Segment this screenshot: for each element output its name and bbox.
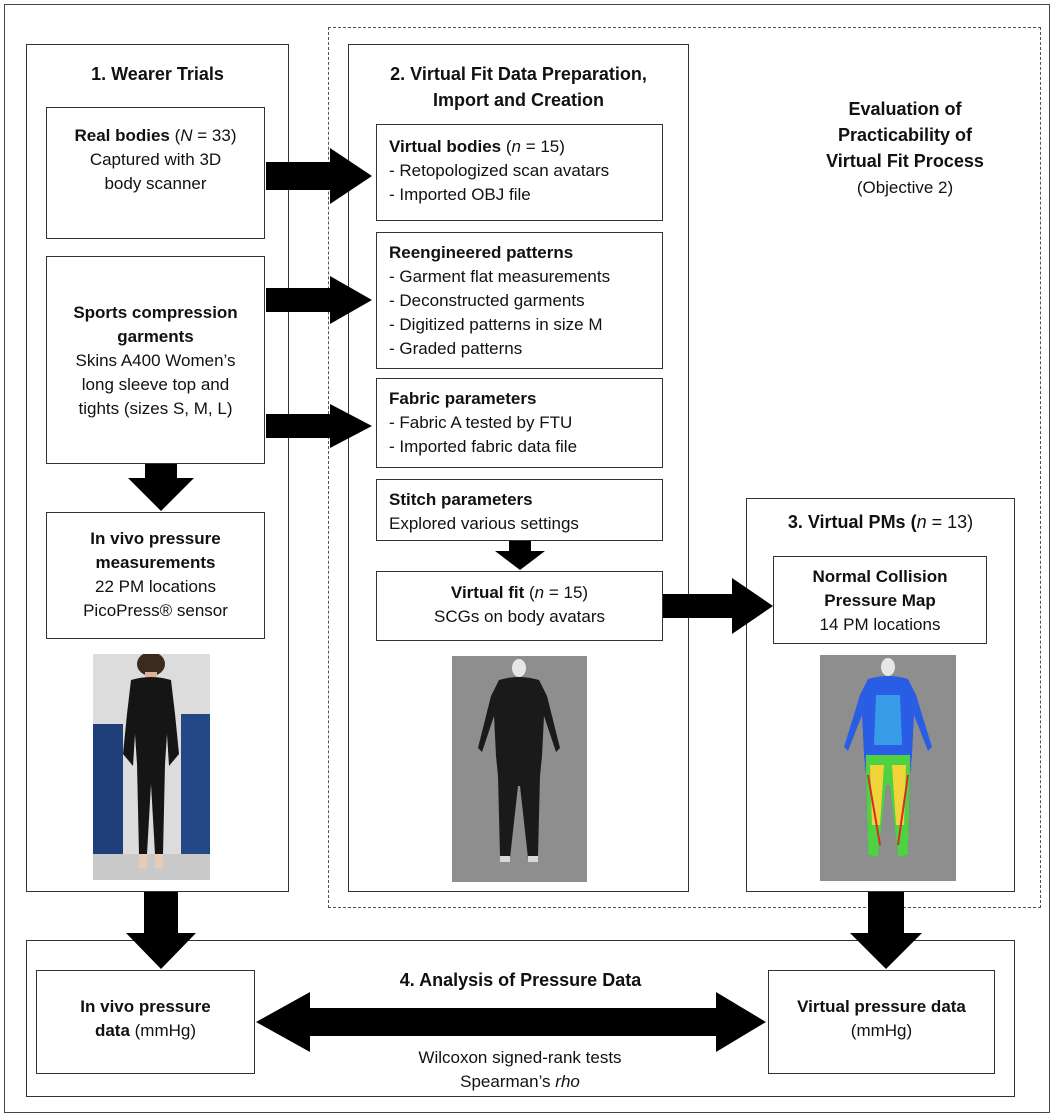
virtual-pms-title: 3. Virtual PMs ( (787, 512, 917, 532)
in-vivo-label-2: measurements (95, 553, 216, 572)
stitch-desc: Explored various settings (389, 514, 579, 533)
wearer-trials-title: 1. Wearer Trials (91, 64, 224, 84)
in-vivo-desc-1: 22 PM locations (95, 577, 216, 596)
virtual-data-unit: (mmHg) (850, 1021, 913, 1040)
real-bodies-label: Real bodies (74, 126, 170, 145)
virtual-bodies-paren: ( (501, 137, 512, 156)
patterns-item-3: - Digitized patterns in size M (389, 315, 603, 334)
in-vivo-desc-2: PicoPress® sensor (83, 601, 228, 620)
arrow-stitch-to-fit (495, 541, 545, 570)
virtual-fit-paren: ( (524, 583, 535, 602)
virtual-pms-n-value: = 13) (926, 512, 974, 532)
real-bodies-n-symbol: N (180, 126, 193, 145)
figure-frame (4, 4, 1050, 1113)
real-bodies-paren: ( (169, 126, 181, 145)
fabric-label: Fabric parameters (389, 389, 537, 408)
virtual-bodies-n-value: = 15) (520, 137, 565, 156)
arrow-analysis-comparison (256, 992, 766, 1052)
evaluation-title-2: Practicability of (837, 125, 973, 145)
garments-desc-2: long sleeve top and (81, 375, 230, 394)
evaluation-objective: (Objective 2) (856, 178, 954, 197)
prep-title-1: 2. Virtual Fit Data Preparation, (390, 64, 647, 84)
prep-title-2: Import and Creation (432, 90, 604, 110)
tests-line-1: Wilcoxon signed-rank tests (418, 1048, 622, 1067)
garments-box: Sports compression garments Skins A400 W… (46, 256, 265, 464)
garments-desc-1: Skins A400 Women’s (75, 351, 236, 370)
evaluation-title-1: Evaluation of (848, 99, 962, 119)
real-bodies-desc-2: body scanner (104, 174, 207, 193)
real-bodies-desc-1: Captured with 3D (89, 150, 222, 169)
virtual-bodies-item-1: - Retopologized scan avatars (389, 161, 610, 180)
virtual-fit-n-symbol: n (534, 583, 545, 602)
pressure-map-desc: 14 PM locations (819, 615, 941, 634)
pressure-map-box: Normal Collision Pressure Map 14 PM loca… (773, 556, 987, 644)
real-bodies-box: Real bodies (N = 33) Captured with 3D bo… (46, 107, 265, 239)
arrow-fit-to-map (663, 578, 773, 634)
patterns-item-2: - Deconstructed garments (389, 291, 585, 310)
evaluation-title-3: Virtual Fit Process (826, 151, 984, 171)
evaluation-region (328, 27, 1041, 908)
virtual-data-box: Virtual pressure data (mmHg) (768, 970, 995, 1074)
real-bodies-n-value: = 33) (192, 126, 237, 145)
fabric-item-2: - Imported fabric data file (389, 437, 578, 456)
evaluation-block: Evaluation of Practicability of Virtual … (790, 96, 1020, 200)
virtual-fit-box: Virtual fit (n = 15) SCGs on body avatar… (376, 571, 663, 641)
pressure-map-label-1: Normal Collision (812, 567, 948, 586)
in-vivo-data-label-1: In vivo pressure (80, 997, 211, 1016)
arrow-real-to-virtual-bodies (266, 148, 372, 204)
stitch-label: Stitch parameters (389, 490, 533, 509)
virtual-fit-desc: SCGs on body avatars (433, 607, 606, 626)
garments-desc-3: tights (sizes S, M, L) (78, 399, 233, 418)
arrow-garments-to-in-vivo (128, 464, 194, 511)
tests-block: Wilcoxon signed-rank tests Spearman’s rh… (380, 1046, 660, 1094)
fabric-box: Fabric parameters - Fabric A tested by F… (376, 378, 663, 468)
virtual-fit-n-value: = 15) (544, 583, 589, 602)
in-vivo-data-unit: (mmHg) (129, 1021, 197, 1040)
in-vivo-data-box: In vivo pressure data (mmHg) (36, 970, 255, 1074)
garments-label-1: Sports compression (73, 303, 238, 322)
virtual-pms-n-symbol: n (916, 512, 927, 532)
virtual-fit-render (452, 656, 587, 882)
tests-line-2: Spearman’s (460, 1072, 556, 1091)
pressure-map-label-2: Pressure Map (824, 591, 936, 610)
in-vivo-data-label-2: data (94, 1021, 130, 1040)
arrow-pms-to-virtual-data (850, 892, 922, 969)
virtual-fit-label: Virtual fit (450, 583, 525, 602)
stitch-box: Stitch parameters Explored various setti… (376, 479, 663, 541)
patterns-item-4: - Graded patterns (389, 339, 523, 358)
arrow-trials-to-in-vivo-data (126, 892, 196, 969)
virtual-bodies-n-symbol: n (511, 137, 521, 156)
arrow-garments-to-fabric (266, 404, 372, 448)
tests-rho: rho (555, 1072, 580, 1091)
patterns-label: Reengineered patterns (389, 243, 574, 262)
analysis-title: 4. Analysis of Pressure Data (399, 970, 642, 990)
arrow-garments-to-patterns (266, 276, 372, 324)
in-vivo-label-1: In vivo pressure (90, 529, 221, 548)
pressure-map-render (820, 655, 956, 881)
patterns-box: Reengineered patterns - Garment flat mea… (376, 232, 663, 369)
garments-label-2: garments (117, 327, 194, 346)
wearer-photo (93, 654, 210, 880)
virtual-bodies-box: Virtual bodies (n = 15) - Retopologized … (376, 124, 663, 221)
virtual-bodies-item-2: - Imported OBJ file (389, 185, 531, 204)
fabric-item-1: - Fabric A tested by FTU (389, 413, 573, 432)
in-vivo-measurements-box: In vivo pressure measurements 22 PM loca… (46, 512, 265, 639)
virtual-bodies-label: Virtual bodies (389, 137, 502, 156)
virtual-data-label: Virtual pressure data (797, 997, 966, 1016)
patterns-item-1: - Garment flat measurements (389, 267, 611, 286)
